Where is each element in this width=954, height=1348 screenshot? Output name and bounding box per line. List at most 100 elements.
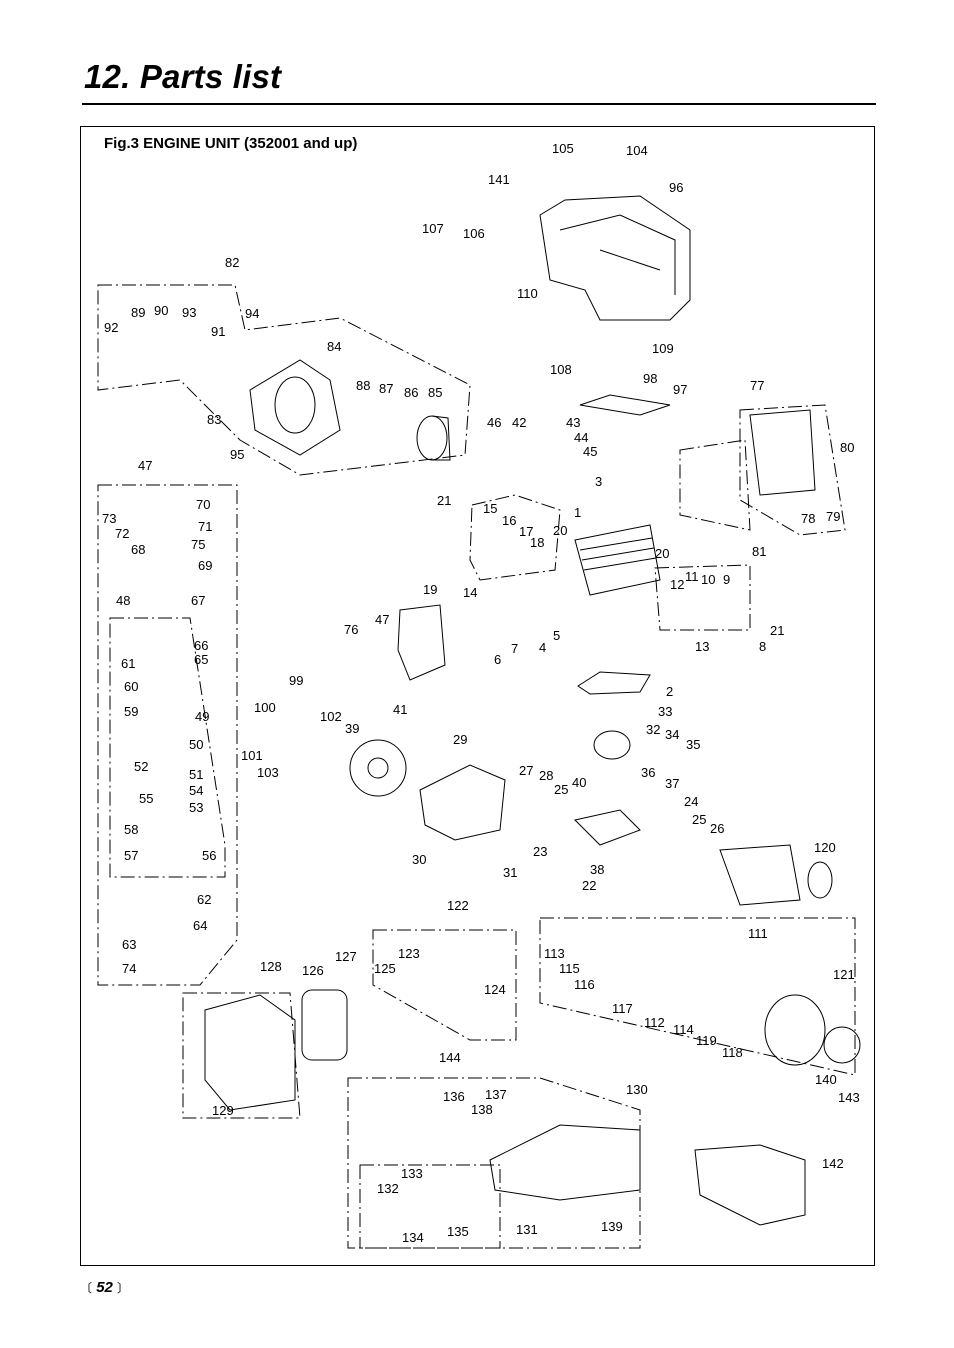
callout-label: 44 (574, 430, 588, 445)
callout-label: 78 (801, 511, 815, 526)
fuel-tank-drawing (489, 1124, 641, 1201)
callout-label: 95 (230, 447, 244, 462)
callout-label: 124 (484, 982, 506, 997)
page-number-bracket-left: 〔 (80, 1281, 93, 1295)
muffler-protector-drawing (749, 409, 816, 496)
callout-label: 100 (254, 700, 276, 715)
page-number-bracket-right: 〕 (117, 1281, 130, 1295)
callout-label: 138 (471, 1102, 493, 1117)
callout-label: 9 (723, 572, 730, 587)
piston-drawing (593, 730, 631, 760)
callout-label: 134 (402, 1230, 424, 1245)
air-cleaner-cover-drawing (204, 994, 296, 1111)
group-130-outline (347, 1077, 641, 1249)
callout-label: 122 (447, 898, 469, 913)
callout-label: 28 (539, 768, 553, 783)
callout-label: 60 (124, 679, 138, 694)
callout-label: 13 (695, 639, 709, 654)
callout-label: 70 (196, 497, 210, 512)
callout-label: 136 (443, 1089, 465, 1104)
callout-label: 125 (374, 961, 396, 976)
callout-label: 123 (398, 946, 420, 961)
callout-label: 11 (685, 569, 699, 584)
callout-label: 106 (463, 226, 485, 241)
callout-label: 59 (124, 704, 138, 719)
callout-label: 82 (225, 255, 239, 270)
callout-label: 85 (428, 385, 442, 400)
callout-label: 14 (463, 585, 477, 600)
callout-label: 6 (494, 652, 501, 667)
callout-label: 29 (453, 732, 467, 747)
callout-label: 39 (345, 721, 359, 736)
callout-label: 4 (539, 640, 546, 655)
callout-label: 73 (102, 511, 116, 526)
callout-label: 96 (669, 180, 683, 195)
group-81-outline (679, 439, 751, 531)
callout-label: 80 (840, 440, 854, 455)
callout-label: 33 (658, 704, 672, 719)
callout-label: 40 (572, 775, 586, 790)
callout-label: 91 (211, 324, 225, 339)
callout-label: 67 (191, 593, 205, 608)
callout-label: 141 (488, 172, 510, 187)
callout-label: 2 (666, 684, 673, 699)
housing-22-drawing (719, 844, 801, 906)
callout-label: 47 (375, 612, 389, 627)
callout-label: 52 (134, 759, 148, 774)
callout-label: 115 (559, 961, 580, 976)
callout-label: 37 (665, 776, 679, 791)
callout-label: 107 (422, 221, 444, 236)
callout-label: 57 (124, 848, 138, 863)
callout-label: 135 (447, 1224, 469, 1239)
callout-label: 69 (198, 558, 212, 573)
callout-label: 68 (131, 542, 145, 557)
callout-label: 1 (574, 505, 581, 520)
callout-label: 12 (670, 577, 684, 592)
callout-label: 20 (655, 546, 669, 561)
group-14-outline (469, 494, 561, 581)
callout-label: 102 (320, 709, 342, 724)
callout-label: 139 (601, 1219, 623, 1234)
callout-label: 142 (822, 1156, 844, 1171)
callout-labels: 1 2 3 4 5 6 7 8 9 10 11 12 13 14 15 16 1… (102, 141, 860, 1245)
callout-label: 15 (483, 501, 497, 516)
callout-label: 90 (154, 303, 168, 318)
callout-label: 83 (207, 412, 221, 427)
callout-label: 130 (626, 1082, 648, 1097)
figure-frame (80, 126, 875, 1266)
group-111-outline (539, 917, 856, 1076)
callout-label: 10 (701, 572, 715, 587)
callout-label: 92 (104, 320, 118, 335)
page-title: 12. Parts list (84, 58, 282, 95)
callout-label: 98 (643, 371, 657, 386)
callout-label: 71 (198, 519, 212, 534)
callout-label: 133 (401, 1166, 423, 1181)
callout-label: 49 (195, 709, 209, 724)
callout-label: 111 (748, 926, 768, 941)
cylinder-drawing (574, 524, 661, 596)
callout-label: 104 (626, 143, 648, 158)
callout-label: 54 (189, 783, 203, 798)
callout-label: 17 (519, 524, 533, 539)
callout-label: 19 (423, 582, 437, 597)
callout-label: 113 (544, 946, 565, 961)
clutch-housing-drawing (249, 359, 341, 456)
gasket-2-drawing (577, 671, 651, 695)
callout-label: 58 (124, 822, 138, 837)
engine-cover-drawing (539, 195, 691, 321)
callout-label: 34 (665, 727, 679, 742)
air-filter-drawing (301, 989, 348, 1061)
callout-label: 50 (189, 737, 203, 752)
callout-label: 114 (673, 1022, 694, 1037)
callout-label: 76 (344, 622, 358, 637)
callout-label: 140 (815, 1072, 837, 1087)
group-122-outline (372, 929, 517, 1041)
crankcase-drawing (419, 764, 506, 841)
callout-label: 48 (116, 593, 130, 608)
page-number-value: 52 (96, 1279, 113, 1296)
group-48-outline (109, 617, 226, 878)
flywheel-drawing (349, 739, 407, 797)
callout-label: 47 (138, 458, 152, 473)
group-47-outline (97, 484, 238, 986)
callout-label: 105 (552, 141, 574, 156)
